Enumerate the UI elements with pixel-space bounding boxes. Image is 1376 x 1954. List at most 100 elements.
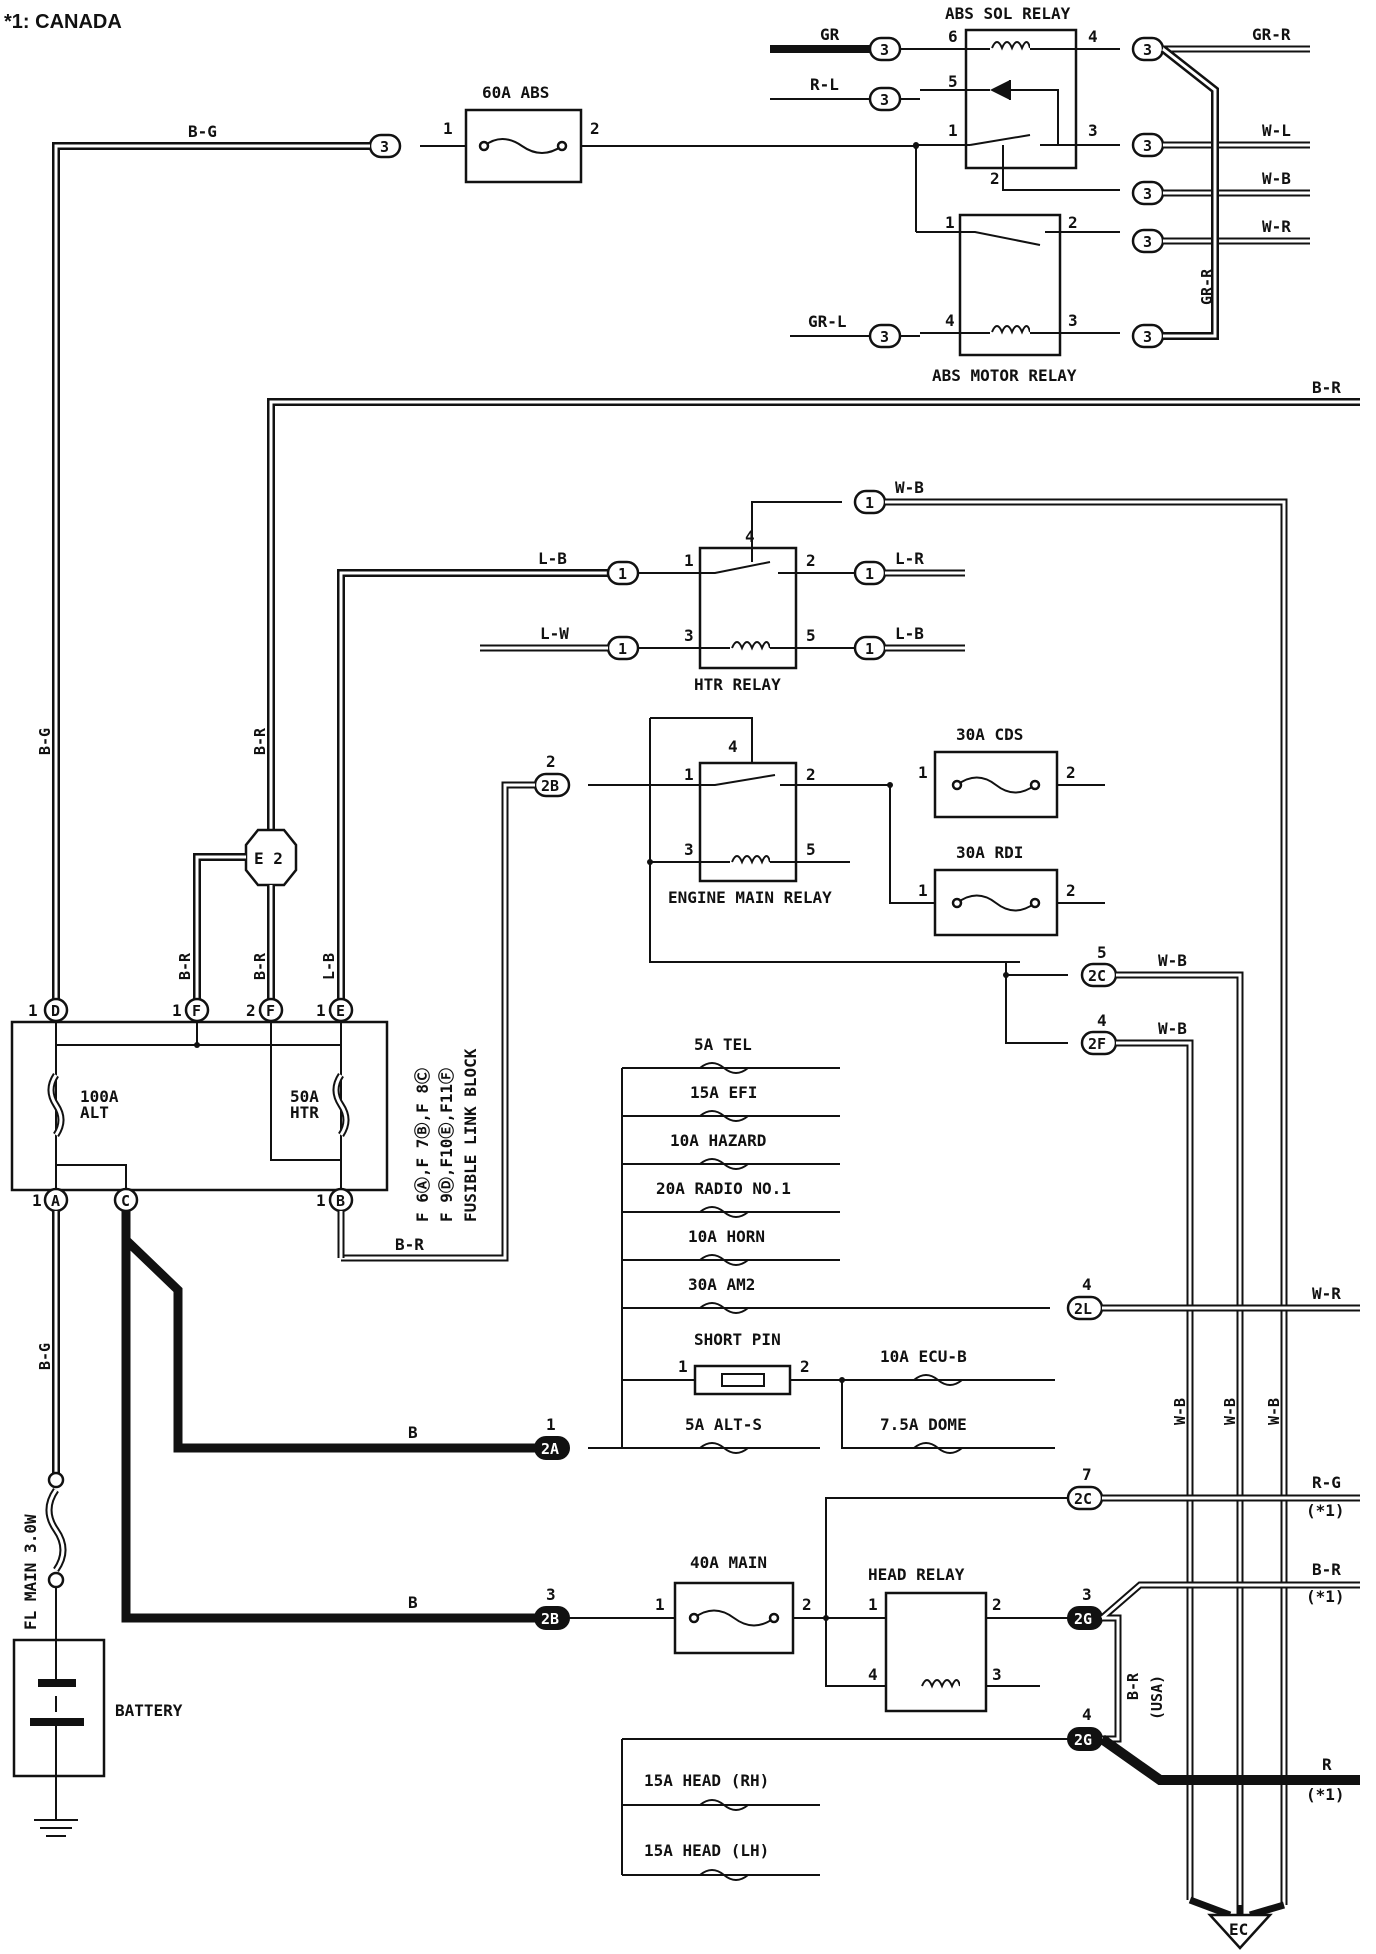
pin-label: 2 xyxy=(1066,881,1076,900)
component-label: 60A ABS xyxy=(482,83,549,102)
pin-label: 1 xyxy=(443,119,453,138)
pin-label: 4 xyxy=(1082,1275,1092,1294)
component-label: 5A ALT-S xyxy=(685,1415,762,1434)
head-relay: HEAD RELAY 1 2 4 3 xyxy=(868,1565,1002,1713)
component-label: HTR xyxy=(290,1103,319,1122)
pin-label: 2 xyxy=(546,752,556,771)
pin-label: 2 xyxy=(806,551,816,570)
pin-label: 1 xyxy=(28,1001,38,1020)
fusible-link-codes: F 6Ⓐ,F 7Ⓑ,F 8Ⓒ xyxy=(413,1068,432,1222)
connector-2b-bottom: 2B xyxy=(534,1606,570,1630)
abs-sol-relay: ABS SOL RELAY 6 4 5 1 3 2 xyxy=(920,4,1120,191)
junction-e2: E 2 B-R B-R xyxy=(176,828,298,1010)
component-label: 7.5A DOME xyxy=(880,1415,967,1434)
wire-label: (*1) xyxy=(1306,1501,1345,1520)
pin-label: 1 xyxy=(678,1357,688,1376)
pin-label: 4 xyxy=(1088,27,1098,46)
component-label: 50A xyxy=(290,1087,319,1106)
connector-grl: 3 xyxy=(868,323,902,349)
pin-label: 3 xyxy=(1082,1585,1092,1604)
wire-label: L-W xyxy=(540,624,569,643)
connector-lr: 1 xyxy=(853,560,887,586)
ground-ec: EC xyxy=(1188,1896,1285,1950)
wire-l-b: L-B L-B xyxy=(320,549,608,1010)
wire-label: R xyxy=(1322,1755,1332,1774)
wire-label: B xyxy=(408,1423,418,1442)
component-label: ALT xyxy=(80,1103,109,1122)
wire-label: (*1) xyxy=(1306,1587,1345,1606)
component-label: 15A EFI xyxy=(690,1083,757,1102)
connector-2c-bottom: 2C xyxy=(1066,1485,1104,1511)
component-label: 15A HEAD (RH) xyxy=(644,1771,769,1790)
wire-label: L-B xyxy=(538,549,567,568)
fl-main-battery: B-G FL MAIN 3.0W BATTERY xyxy=(12,1211,183,1837)
wire-label: B-R xyxy=(1312,1560,1341,1579)
connector-label: 1 xyxy=(618,640,627,658)
connector-label: 3 xyxy=(880,41,889,59)
pin-label: 1 xyxy=(948,121,958,140)
terminal-d: D xyxy=(43,997,69,1023)
terminal-label: D xyxy=(51,1002,60,1020)
ground-label: EC xyxy=(1229,1920,1248,1939)
pin-label: 4 xyxy=(1082,1705,1092,1724)
connector-bg-abs: 3 xyxy=(368,133,402,159)
wire-label: GR-L xyxy=(808,312,847,331)
ground-wires: 2C 5 2F 4 W-B W-B W-B W-B W-B xyxy=(1003,943,1283,1905)
pin-label: 4 xyxy=(728,737,738,756)
wire-label: B xyxy=(408,1593,418,1612)
wire-label: B-R xyxy=(176,952,194,980)
terminal-a: A xyxy=(43,1187,69,1213)
abs-connectors: 3 3 3 GR R-L GR-L 3 3 3 3 3 GR-R W-L W-B… xyxy=(770,25,1310,349)
pin-label: 2 xyxy=(806,765,816,784)
connector-2g-top: 2G xyxy=(1067,1606,1103,1630)
connector-label: 2G xyxy=(1074,1610,1092,1628)
abs-motor-relay: 1 2 4 3 ABS MOTOR RELAY xyxy=(916,213,1120,385)
engine-main-relay: 1 4 2 3 5 ENGINE MAIN RELAY 2B 2 B-R xyxy=(341,717,1020,1262)
connector-2a: 2A xyxy=(534,1436,570,1460)
pin-label: 3 xyxy=(684,626,694,645)
connector-label: 3 xyxy=(1143,233,1152,251)
component-label: 40A MAIN xyxy=(690,1553,767,1572)
wire-label: W-B xyxy=(1221,1398,1239,1425)
wire-label: W-R xyxy=(1262,217,1291,236)
wire-label: W-B xyxy=(1265,1398,1283,1425)
component-label: 10A HORN xyxy=(688,1227,765,1246)
connector-label: 1 xyxy=(865,640,874,658)
connector-label: 2L xyxy=(1074,1300,1092,1318)
fuses-cds-rdi: 30A CDS 1 2 30A RDI 1 2 xyxy=(887,725,1105,937)
pin-label: 1 xyxy=(172,1001,182,1020)
wire-label: B-R xyxy=(1312,378,1341,397)
pin-label: 2 xyxy=(992,1595,1002,1614)
connector-label: 2C xyxy=(1074,1490,1092,1508)
junction-label: E 2 xyxy=(254,849,283,868)
pin-label: 4 xyxy=(1097,1011,1107,1030)
component-label: 10A ECU-B xyxy=(880,1347,967,1366)
connector-label: 1 xyxy=(865,494,874,512)
wire-label: W-B xyxy=(895,478,924,497)
connector-2l: 2L xyxy=(1066,1295,1104,1321)
abs-motor-relay-label: ABS MOTOR RELAY xyxy=(932,366,1077,385)
pin-label: 6 xyxy=(948,27,958,46)
wire-label: GR-R xyxy=(1198,268,1216,305)
terminal-label: B xyxy=(336,1192,345,1210)
connector-label: 2B xyxy=(541,777,559,795)
connector-label: 3 xyxy=(1143,328,1152,346)
pin-label: 3 xyxy=(546,1585,556,1604)
wire-label: L-B xyxy=(320,953,338,980)
fuse-bus: 5A TEL 15A EFI 10A HAZARD 20A RADIO NO.1… xyxy=(588,1035,1360,1454)
terminal-f1: F xyxy=(184,997,210,1023)
connector-2b-top: 2B xyxy=(533,772,571,798)
component-label: HTR RELAY xyxy=(694,675,781,694)
wire-label: W-B xyxy=(1262,169,1291,188)
connector-label: 3 xyxy=(1143,137,1152,155)
connector-label: 2G xyxy=(1074,1731,1092,1749)
terminal-label: F xyxy=(192,1002,201,1020)
wire-label: L-B xyxy=(895,624,924,643)
htr-relay: 1 4 2 3 5 HTR RELAY 1 1 1 1 1 L-R L-B L-… xyxy=(480,478,1288,1905)
connector-rl: 3 xyxy=(868,86,902,112)
pin-label: 1 xyxy=(945,213,955,232)
abs-sol-relay-label: ABS SOL RELAY xyxy=(945,4,1071,23)
connector-lb2: 1 xyxy=(853,635,887,661)
component-label: 20A RADIO NO.1 xyxy=(656,1179,791,1198)
terminal-f2: F xyxy=(258,997,284,1023)
